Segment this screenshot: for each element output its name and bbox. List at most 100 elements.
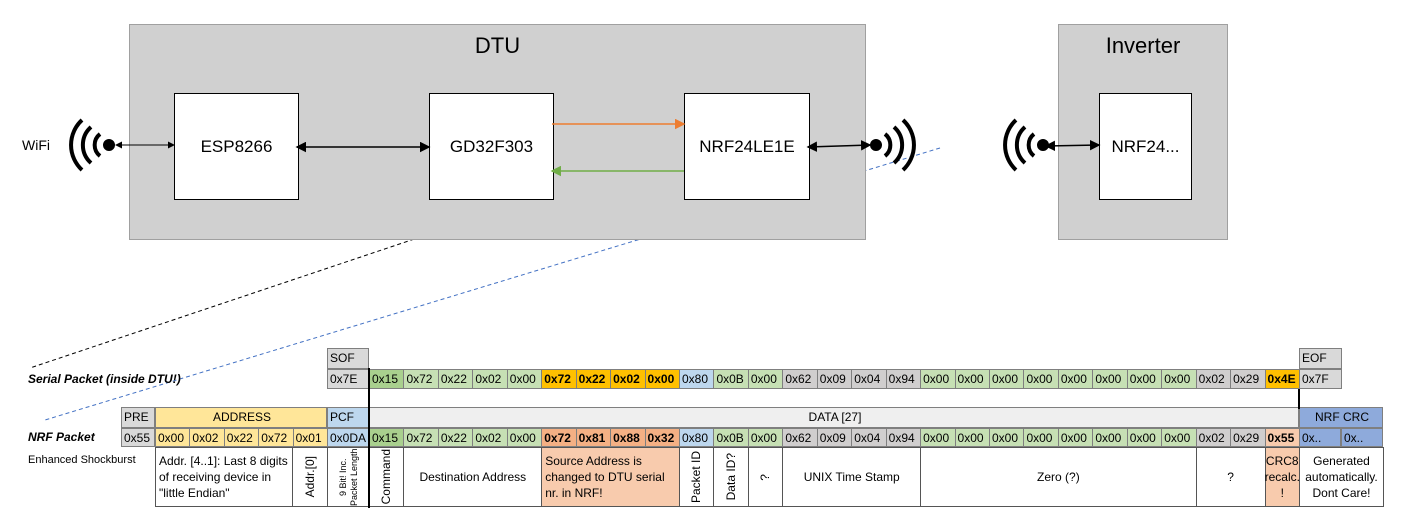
nrf-byte: 0x29 — [1230, 428, 1266, 447]
nrf-sublabel: Enhanced Shockburst — [28, 454, 136, 466]
desc-text: 9 Bit! Inc. Packet Length — [337, 448, 359, 506]
desc-text: CRC8 recalc. ! — [1264, 454, 1300, 500]
desc-q1: ? — [747, 447, 784, 507]
esp8266-block: ESP8266 — [174, 93, 299, 200]
nrf-byte: 0x00 — [1161, 428, 1197, 447]
serial-byte: 0x94 — [885, 369, 922, 389]
desc-packet-id: Packet ID — [679, 447, 715, 507]
serial-byte: 0x62 — [782, 369, 818, 389]
nrf-byte: 0x55 — [1264, 428, 1300, 447]
address-byte: 0x01 — [292, 428, 328, 447]
nrf-byte: 0x72 — [541, 428, 577, 447]
nrf-byte: 0x62 — [782, 428, 818, 447]
serial-byte: 0x00 — [644, 369, 680, 389]
serial-byte: 0x00 — [1161, 369, 1197, 389]
nrf-byte: 0x02 — [472, 428, 508, 447]
serial-byte: 0x0B — [713, 369, 749, 389]
serial-byte: 0x04 — [851, 369, 887, 389]
serial-byte: 0x29 — [1230, 369, 1266, 389]
serial-byte: 0x00 — [747, 369, 784, 389]
serial-byte: 0x00 — [989, 369, 1025, 389]
serial-byte: 0x00 — [1023, 369, 1059, 389]
serial-byte: 0x4E — [1264, 369, 1300, 389]
serial-byte: 0x00 — [506, 369, 543, 389]
nrf-byte: 0x00 — [989, 428, 1025, 447]
serial-byte: 0x00 — [954, 369, 990, 389]
eof-value: 0x7F — [1299, 369, 1342, 389]
nrf-packet-label: NRF Packet — [28, 430, 95, 444]
nrf-byte: 0x00 — [1092, 428, 1128, 447]
serial-packet-label: Serial Packet (inside DTU!) — [28, 372, 181, 386]
serial-byte: 0x00 — [920, 369, 956, 389]
eof-header: EOF — [1299, 348, 1342, 369]
nrf-byte: 0x81 — [575, 428, 612, 447]
nrf-byte: 0x88 — [610, 428, 646, 447]
serial-zoom-line — [29, 169, 621, 369]
address-byte: 0x00 — [155, 428, 191, 447]
serial-byte: 0x72 — [541, 369, 577, 389]
pre-value: 0x55 — [121, 428, 155, 447]
serial-byte: 0x02 — [610, 369, 646, 389]
inverter-nrf-block: NRF24... — [1099, 93, 1192, 200]
desc-text: Data ID? — [723, 453, 738, 501]
serial-byte: 0x80 — [679, 369, 715, 389]
desc-crc8: CRC8 recalc. ! — [1264, 447, 1300, 507]
address-byte: 0x22 — [223, 428, 260, 447]
desc-text: Destination Address — [419, 470, 527, 484]
nrf-byte: 0x09 — [816, 428, 853, 447]
desc-zero: Zero (?) — [920, 447, 1197, 507]
desc-gen: Generated automatically. Dont Care! — [1299, 447, 1384, 507]
inverter-title: Inverter — [1105, 33, 1181, 58]
nrf-byte: 0x00 — [747, 428, 784, 447]
nrf-byte: 0x22 — [437, 428, 474, 447]
desc-text: ? — [1227, 470, 1234, 484]
serial-byte: 0x22 — [437, 369, 474, 389]
nrf-byte: 0x94 — [885, 428, 922, 447]
nrf-byte: 0x15 — [369, 428, 405, 447]
desc-text: Addr.[0] — [302, 456, 317, 498]
address-byte: 0x72 — [258, 428, 294, 447]
desc-src: Source Address is changed to DTU serial … — [541, 447, 680, 507]
data-border-right — [1298, 389, 1300, 409]
desc-text: UNIX Time Stamp — [803, 470, 900, 484]
address-header: ADDRESS — [155, 407, 327, 428]
desc-q2: ? — [1195, 447, 1266, 507]
desc-addr41: Addr. [4..1]: Last 8 digits of receiving… — [155, 447, 293, 507]
pcf-value: 0x0DA — [327, 428, 369, 447]
nrf-byte: 0x32 — [644, 428, 680, 447]
sof-header: SOF — [327, 348, 369, 369]
desc-text: Addr. [4..1]: Last 8 digits of receiving… — [159, 454, 288, 500]
serial-byte: 0x22 — [575, 369, 612, 389]
serial-byte: 0x00 — [1057, 369, 1094, 389]
wifi-icon-dtu — [870, 118, 916, 172]
serial-byte: 0x09 — [816, 369, 853, 389]
arrows — [69, 118, 1101, 177]
desc-text: Source Address is changed to DTU serial … — [545, 454, 665, 500]
serial-byte: 0x02 — [472, 369, 508, 389]
data-border-left — [368, 368, 370, 508]
desc-data-id: Data ID? — [713, 447, 749, 507]
nrf-byte: 0x0B — [713, 428, 749, 447]
pre-header: PRE — [121, 407, 155, 428]
desc-addr0: Addr.[0] — [292, 447, 328, 507]
sof-value: 0x7E — [327, 369, 369, 389]
nrf-byte: 0x00 — [1023, 428, 1059, 447]
desc-command: Command — [369, 447, 405, 507]
nrf-byte: 0x00 — [506, 428, 543, 447]
inv-antenna-arrow — [1044, 139, 1101, 152]
desc-text: Command — [379, 449, 394, 505]
serial-byte: 0x00 — [1126, 369, 1163, 389]
desc-text: ? — [758, 473, 773, 481]
serial-byte: 0x72 — [403, 369, 439, 389]
nrf-crc-byte: 0x.. — [1299, 428, 1341, 447]
desc-text: Packet ID — [689, 450, 704, 504]
nrf-byte: 0x00 — [1126, 428, 1163, 447]
nrf-byte: 0x00 — [1057, 428, 1094, 447]
nrf-byte: 0x04 — [851, 428, 887, 447]
desc-pcf: 9 Bit! Inc. Packet Length — [327, 447, 370, 507]
wifi-label: WiFi — [22, 137, 50, 153]
nrf-byte: 0x72 — [403, 428, 439, 447]
desc-text: Zero (?) — [1037, 470, 1080, 484]
desc-text: Generated automatically. Dont Care! — [1305, 454, 1378, 500]
nrf-antenna-arrow — [806, 140, 872, 152]
